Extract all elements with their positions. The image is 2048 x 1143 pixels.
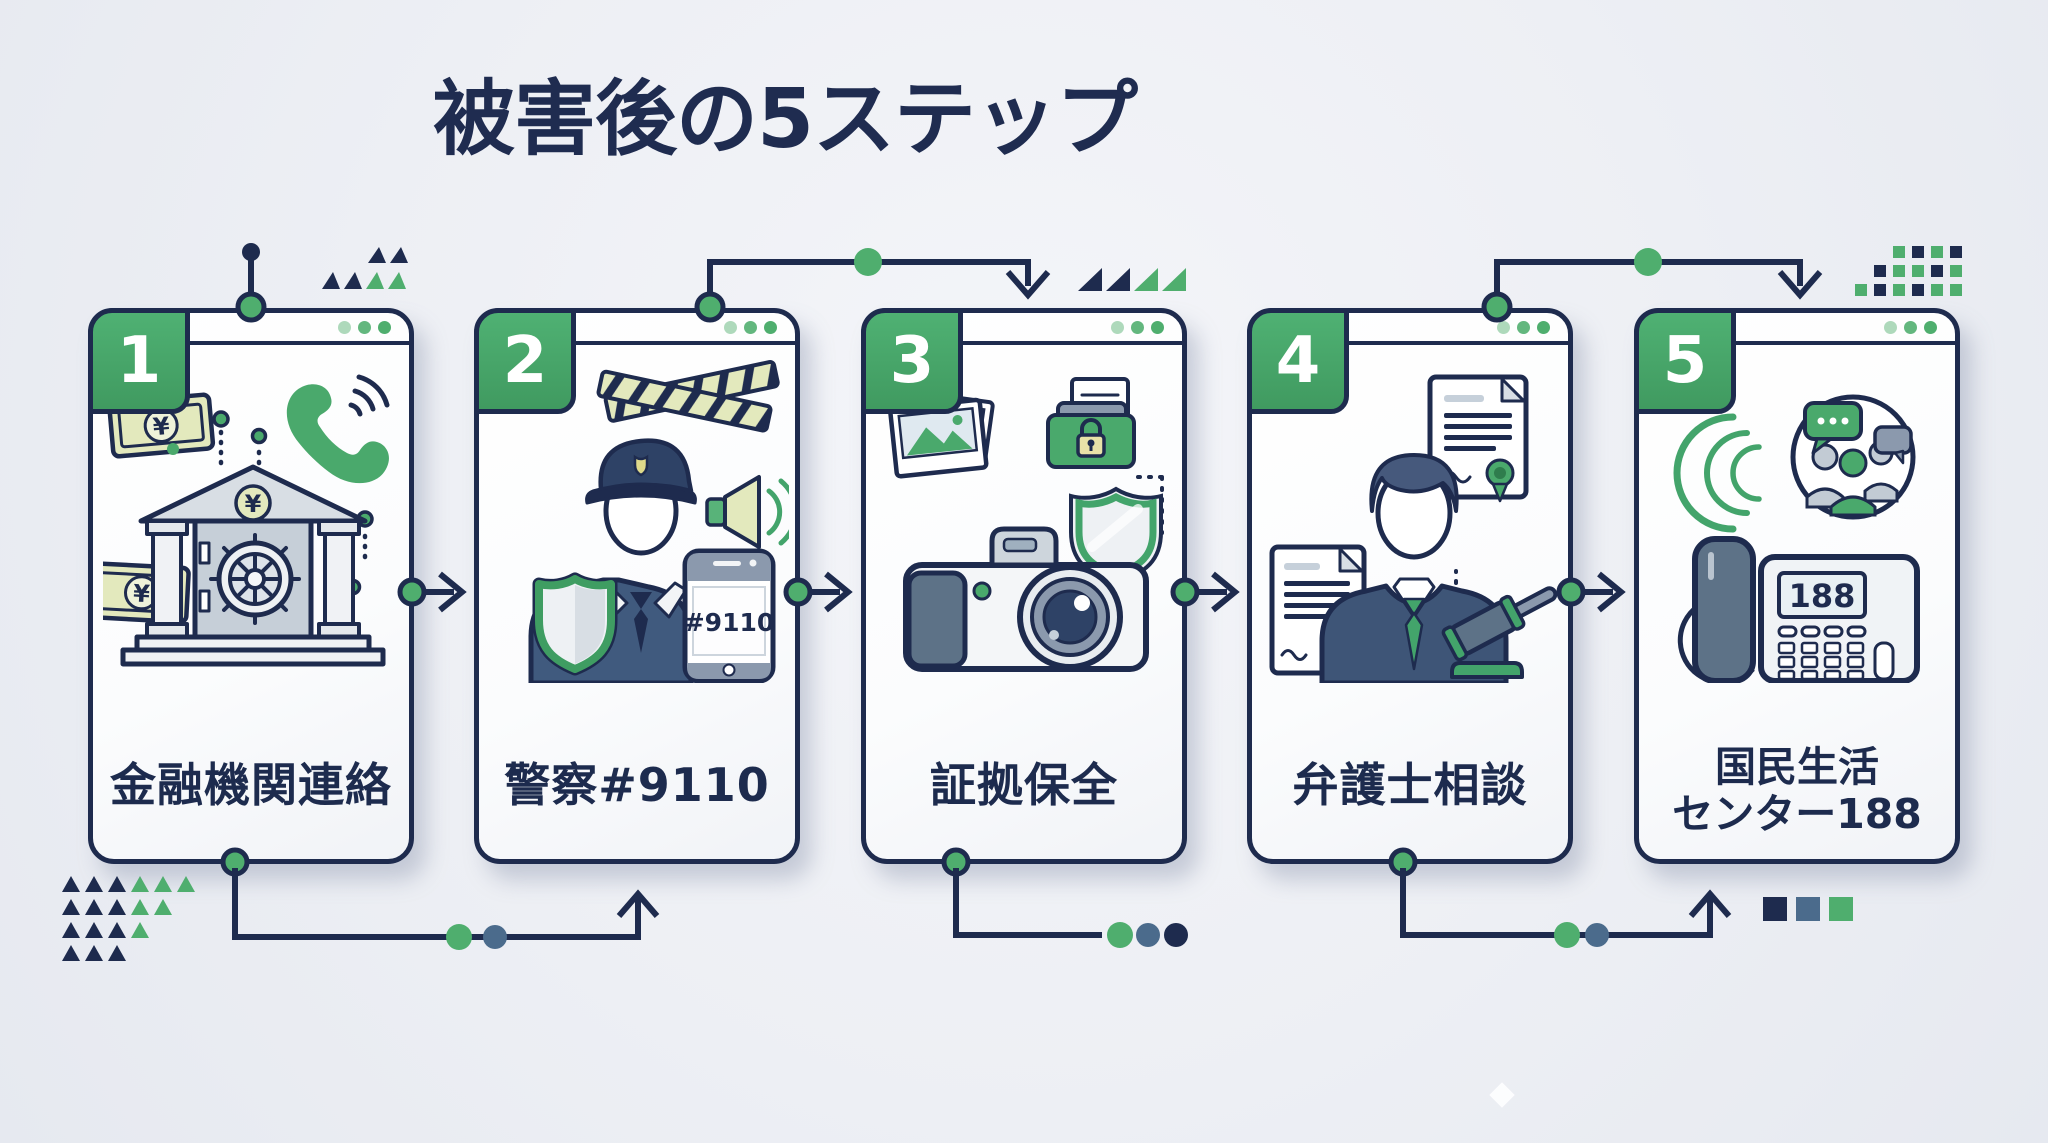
window-dot-icon	[1537, 320, 1550, 334]
window-dot-icon	[1924, 320, 1937, 334]
triangle-decor	[1078, 268, 1186, 291]
community-chat-icon	[1790, 394, 1916, 520]
svg-text:¥: ¥	[132, 579, 150, 608]
svg-text:¥: ¥	[152, 412, 171, 441]
step-card-1: ¥ ¥	[88, 308, 414, 864]
square-grid-decor	[1855, 246, 1962, 296]
step-label: 警察#9110	[504, 758, 770, 812]
bank-icon: ¥	[120, 464, 386, 667]
step-number-badge: 3	[861, 308, 963, 414]
svg-text:¥: ¥	[245, 490, 262, 518]
police-officer-icon: #9110	[528, 359, 789, 683]
gavel-icon	[1441, 586, 1558, 679]
step-label: 金融機関連絡	[110, 758, 392, 812]
phone-call-icon	[286, 374, 390, 484]
sparkle-icon	[1489, 1082, 1515, 1108]
window-dot-icon	[724, 320, 737, 334]
card-window-header	[93, 313, 409, 345]
window-dot-icon	[1884, 320, 1897, 334]
step-number-badge: 1	[88, 308, 190, 414]
megaphone-icon	[705, 475, 789, 549]
certificate-icon	[1427, 374, 1529, 503]
card-window-header	[1252, 313, 1568, 345]
square-decor	[1763, 897, 1853, 921]
bottom-connector-step3	[941, 847, 1188, 948]
window-dot-icon	[764, 320, 777, 334]
step-card-3: 3 証拠保全	[861, 308, 1187, 864]
phone-number-display: #9110	[684, 608, 775, 637]
consumer-hotline-icon: 188	[1673, 394, 1920, 683]
camera-icon	[903, 526, 1149, 672]
bottom-connector-step4-to-step5	[1388, 847, 1732, 948]
window-dot-icon	[338, 320, 351, 334]
locked-folder-icon	[1046, 377, 1136, 469]
step-label: 証拠保全	[930, 758, 1118, 812]
step-number-badge: 5	[1634, 308, 1736, 414]
card-window-header	[1639, 313, 1955, 345]
window-dot-icon	[1111, 320, 1124, 334]
step-number-badge: 4	[1247, 308, 1349, 414]
window-dot-icon	[1517, 320, 1530, 334]
speech-bubble-icon	[1803, 401, 1863, 455]
lawyer-consult-icon	[1269, 374, 1558, 683]
window-dot-icon	[1497, 320, 1510, 334]
window-dot-icon	[378, 320, 391, 334]
police-shield-icon	[532, 572, 618, 676]
step-label: 国民生活 センター188	[1639, 742, 1955, 839]
window-dot-icon	[1131, 320, 1144, 334]
phone-number-display: 188	[1789, 577, 1856, 615]
phone-9110-icon: #9110	[682, 548, 776, 683]
card-window-header	[866, 313, 1182, 345]
speech-bubble-icon	[1873, 425, 1913, 465]
step-card-4: 4 弁護士相談	[1247, 308, 1573, 864]
step-label: 弁護士相談	[1292, 758, 1528, 812]
window-dot-icon	[1904, 320, 1917, 334]
step-card-2: #9110 2 警察#9110	[474, 308, 800, 864]
page-title: 被害後の5ステップ	[432, 72, 1138, 167]
triangle-decor	[62, 876, 195, 961]
bank-contact-icon: ¥ ¥	[103, 374, 390, 667]
desk-phone-icon: 188	[1677, 536, 1920, 683]
step-card-5: 188 5 国民生活 センター188	[1634, 308, 1960, 864]
signal-arcs-icon	[1673, 413, 1762, 533]
window-dot-icon	[744, 320, 757, 334]
step-label-line1: 国民生活	[1715, 742, 1879, 791]
bottom-connector-step1-to-step2	[220, 847, 660, 950]
vault-wheel-icon	[209, 533, 301, 625]
triangle-decor	[322, 247, 408, 289]
step-number-badge: 2	[474, 308, 576, 414]
card-window-header	[479, 313, 795, 345]
caution-tape-icon	[596, 359, 780, 433]
step-label-line2: センター188	[1672, 790, 1922, 839]
window-dot-icon	[358, 320, 371, 334]
window-dot-icon	[1151, 320, 1164, 334]
